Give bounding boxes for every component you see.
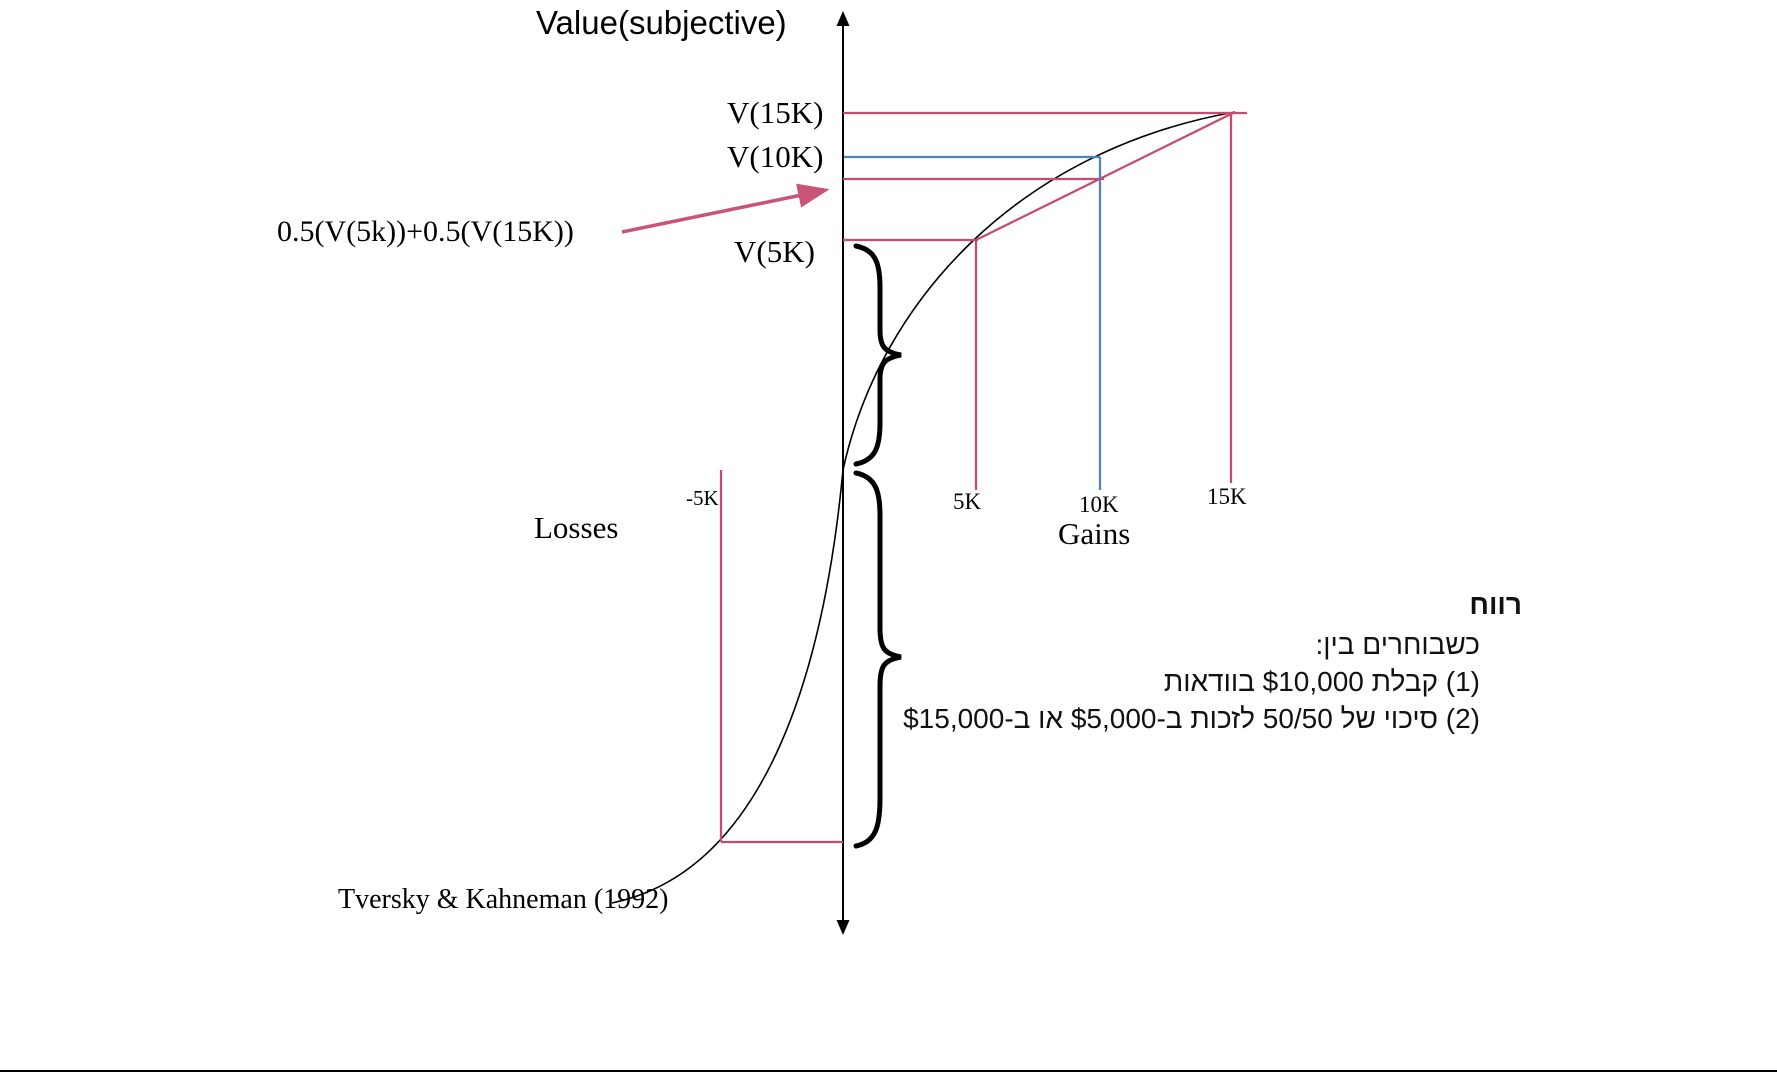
- blue-guide-lines: [844, 155, 1102, 490]
- losses-label: Losses: [534, 510, 619, 545]
- upper-brace-icon: [853, 243, 902, 467]
- tick-neg5k-label: -5K: [686, 486, 719, 510]
- axis-arrow-up-icon: [836, 11, 850, 26]
- tick-10k-label: 10K: [1079, 492, 1119, 517]
- v10k-label: V(10K): [727, 139, 824, 174]
- expected-value-label: 0.5(V(5k))+0.5(V(15K)): [277, 215, 574, 248]
- gains-label: Gains: [1058, 516, 1131, 551]
- v15k-label: V(15K): [727, 95, 824, 130]
- citation: Tversky & Kahneman (1992): [338, 884, 669, 915]
- gamble-chord-line: [975, 111, 1234, 242]
- slide-bottom-border: [0, 1070, 1777, 1072]
- note-line-option-1: (1) קבלת $10,000 בוודאות: [1163, 666, 1480, 697]
- tick-15k-label: 15K: [1207, 484, 1247, 509]
- tick-5k-label: 5K: [953, 489, 982, 514]
- pink-guide-lines: [719, 111, 1247, 844]
- expected-value-arrow-icon: [621, 183, 830, 234]
- y-axis-title: Value(subjective): [536, 4, 787, 41]
- note-line-option-2: (2) סיכוי של 50/50 לזכות ב-$5,000 או ב-$…: [903, 703, 1480, 734]
- note-body: כשבוחרים בין: (1) קבלת $10,000 בוודאות (…: [903, 626, 1480, 737]
- v5k-label: V(5K): [734, 234, 815, 269]
- note-line-intro: כשבוחרים בין:: [1315, 629, 1480, 660]
- lower-brace-icon: [853, 470, 902, 849]
- axis-arrow-down-icon: [836, 920, 850, 935]
- note-heading: רווח: [1469, 589, 1522, 620]
